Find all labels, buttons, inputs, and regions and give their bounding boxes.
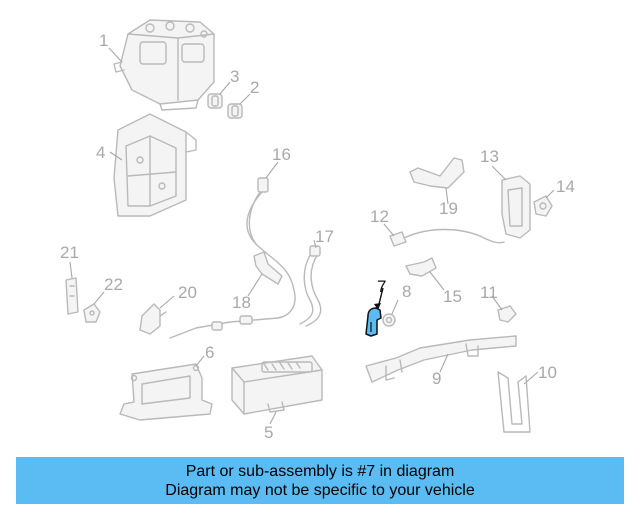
callout-22[interactable]: 22 — [104, 275, 123, 294]
part-13-bracket[interactable] — [501, 175, 531, 239]
part-5-control-module[interactable] — [231, 355, 323, 415]
callout-21[interactable]: 21 — [60, 243, 79, 262]
part-20-bracket[interactable] — [139, 303, 167, 335]
part-6-mounting-plate[interactable] — [119, 363, 213, 421]
part-14-sensor[interactable] — [533, 195, 553, 217]
callout-11[interactable]: 11 — [480, 283, 498, 302]
callout-1[interactable]: 1 — [99, 31, 108, 50]
part-18-clip[interactable] — [253, 251, 283, 285]
callout-8[interactable]: 8 — [402, 282, 411, 301]
callout-10[interactable]: 10 — [538, 363, 557, 382]
callout-6[interactable]: 6 — [205, 343, 214, 362]
part-12-sensor[interactable] — [389, 228, 505, 247]
parts-diagram: 1 3 2 4 16 17 18 — [60, 19, 575, 442]
part-1-abs-modulator[interactable] — [113, 19, 215, 111]
callout-9[interactable]: 9 — [432, 369, 441, 388]
part-9-bracket[interactable] — [365, 335, 517, 383]
part-15-bracket[interactable] — [405, 257, 437, 277]
part-3-bushing[interactable] — [207, 93, 223, 109]
callout-13[interactable]: 13 — [480, 147, 499, 166]
banner-line-1: Part or sub-assembly is #7 in diagram — [185, 462, 455, 480]
part-16-sensor-cable[interactable] — [169, 177, 296, 339]
part-11-clip[interactable] — [497, 305, 517, 323]
banner-line-2: Diagram may not be specific to your vehi… — [165, 481, 475, 499]
callout-3[interactable]: 3 — [230, 67, 239, 86]
part-19-bracket[interactable] — [409, 157, 465, 189]
part-4-bracket[interactable] — [113, 113, 197, 217]
part-21-bracket[interactable] — [65, 277, 79, 315]
callout-5[interactable]: 5 — [264, 423, 273, 442]
callout-15[interactable]: 15 — [443, 287, 462, 306]
callout-12[interactable]: 12 — [370, 207, 389, 226]
part-17-cable[interactable] — [299, 245, 322, 327]
part-10-u-bracket[interactable] — [497, 371, 531, 433]
part-2-bushing[interactable] — [227, 103, 243, 119]
info-banner: Part or sub-assembly is #7 in diagram Di… — [16, 457, 624, 504]
callout-19[interactable]: 19 — [439, 199, 458, 218]
callout-16[interactable]: 16 — [272, 145, 291, 164]
part-22-clip[interactable] — [83, 303, 101, 323]
callout-7[interactable]: 7 — [377, 277, 386, 296]
callout-14[interactable]: 14 — [556, 177, 575, 196]
callout-17[interactable]: 17 — [315, 227, 334, 246]
callout-20[interactable]: 20 — [178, 283, 197, 302]
callout-4[interactable]: 4 — [96, 143, 105, 162]
part-8-grommet[interactable] — [382, 313, 396, 327]
callout-2[interactable]: 2 — [250, 78, 259, 97]
part-7-clip-highlighted[interactable] — [365, 307, 382, 337]
callout-18[interactable]: 18 — [232, 293, 251, 312]
